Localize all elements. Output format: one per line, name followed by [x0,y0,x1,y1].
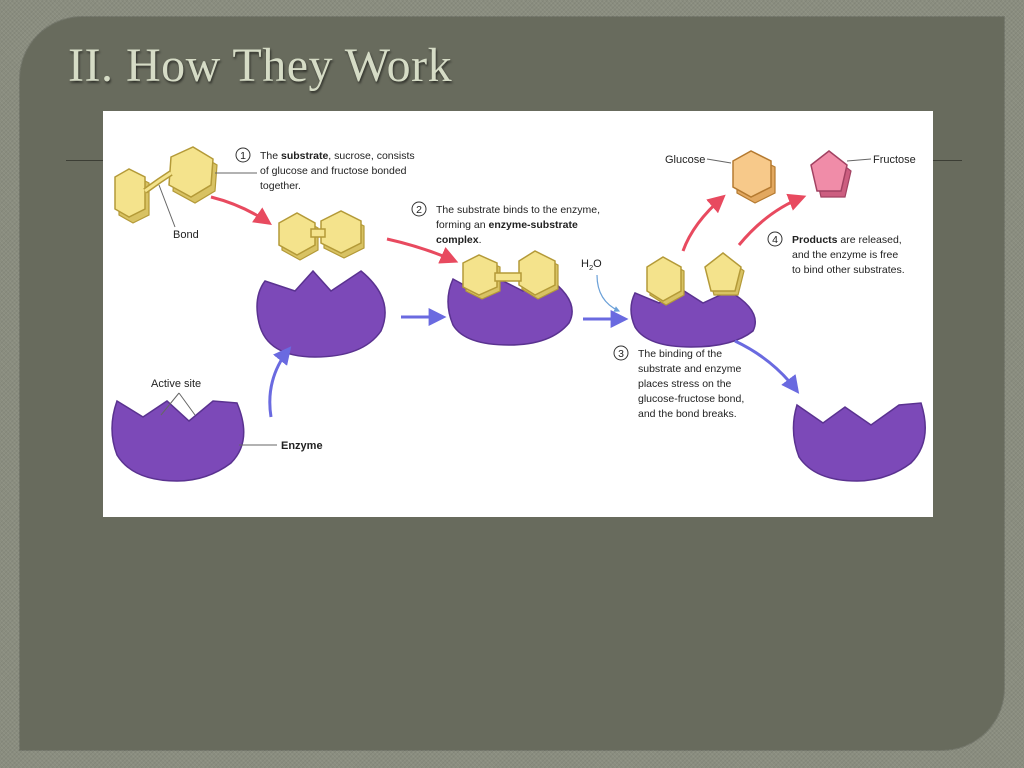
step-3-line-1: The binding of the [638,348,722,360]
step-3-line-4: glucose-fructose bond, [638,393,744,405]
step-1-line-3: together. [260,180,301,192]
enzyme-1 [256,269,386,358]
sucrose-molecule [114,146,218,224]
step-3-line-3: places stress on the [638,378,732,390]
substrate-molecule [278,210,365,261]
step-2-caption: 2 The substrate binds to the enzyme, for… [411,201,600,246]
glucose-molecule [732,150,776,204]
water-arrow [596,274,621,312]
step-1-line-1: The substrate, sucrose, consists [260,150,415,162]
step-1-caption: 1 The substrate, sucrose, consists of gl… [235,147,415,192]
active-site-label: Active site [151,378,201,390]
step-4-number: 4 [772,234,778,246]
step-4-line-2: and the enzyme is free [792,249,898,261]
water-label: H2O [581,258,602,272]
step-2-number: 2 [416,204,422,216]
water-o: O [593,258,602,270]
step-1-line-1-prefix: The [260,150,281,162]
step-4-caption: 4 Products are released, and the enzyme … [767,231,905,276]
cleaving-complex [630,252,756,348]
step-2-line-3-suffix: . [479,234,482,246]
water-subscript: 2 [589,263,593,272]
step-1-line-1-suffix: , sucrose, consists [328,150,414,162]
step-3-badge [613,345,629,361]
step-4-badge [767,231,783,247]
arrow-approach [210,195,272,226]
step-2-line-3: complex. [436,234,482,246]
enzyme-label: Enzyme [281,440,323,452]
step-2-line-1: The substrate binds to the enzyme, [436,204,600,216]
step-2-complex-term-b: complex [436,234,479,246]
fructose-leader [846,158,872,162]
arrow-release-fructose [737,193,807,246]
step-1-line-2: of glucose and fructose bonded [260,165,407,177]
step-2-line-2: forming an enzyme-substrate [436,219,578,231]
enzyme-3 [630,288,756,348]
enzyme-free-start [111,399,245,482]
step-2-badge [411,201,427,217]
arrow-enzyme-up [268,346,292,418]
step-3-caption: 3 The binding of the substrate and enzym… [613,345,744,420]
step-3-line-5: and the bond breaks. [638,408,737,420]
step-1-substrate-term: substrate [281,150,328,162]
enzyme-diagram: Bond 1 The substrate, sucrose, consists … [103,111,933,517]
active-site-leader [160,392,196,416]
bond-label: Bond [173,229,199,241]
glucose-label: Glucose [665,154,705,166]
step-1-badge [235,147,251,163]
fructose-label: Fructose [873,154,916,166]
enzyme-substrate-complex [447,250,573,346]
arrow-enzyme-release [734,339,800,394]
enzyme-free-end [792,402,926,482]
slide-title: II. How They Work [68,39,453,92]
step-4-products-term: Products [792,234,838,246]
step-4-line-3: to bind other substrates. [792,264,905,276]
water-h: H [581,258,589,270]
glucose-leader [706,158,732,164]
step-4-line-1-suffix: are released, [838,234,902,246]
arrow-binding [386,237,459,264]
step-2-complex-term-a: enzyme-substrate [489,219,578,231]
arrow-release-glucose [681,194,726,252]
step-1-number: 1 [240,150,246,162]
bond-leader [158,184,176,228]
step-3-number: 3 [618,348,624,360]
enzyme-diagram-svg: Bond 1 The substrate, sucrose, consists … [111,146,926,482]
step-4-line-1: Products are released, [792,234,902,246]
step-2-line-2-prefix: forming an [436,219,489,231]
step-3-line-2: substrate and enzyme [638,363,741,375]
fructose-molecule [810,150,852,198]
